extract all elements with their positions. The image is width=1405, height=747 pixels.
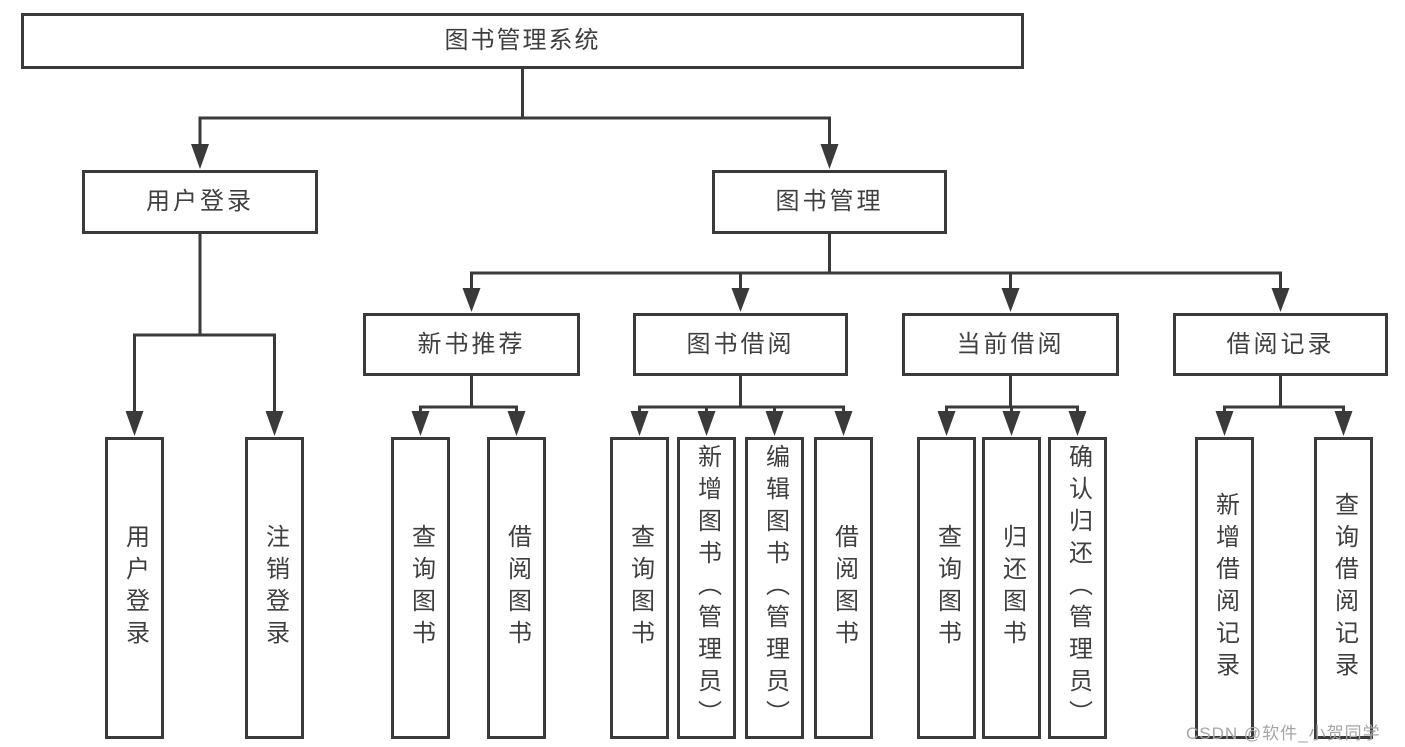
connector-group-borrowing	[630, 376, 853, 436]
connector-group-user-login	[125, 234, 284, 436]
node-borrow-records-label: 借阅记录	[1226, 330, 1335, 358]
csdn-watermark: CSDN @软件_小贺同学	[1186, 724, 1381, 743]
node-new-books-label: 新书推荐	[417, 330, 526, 358]
node-user-login: 用户登录	[82, 170, 318, 234]
leaf-current-confirm-return-label: 确认归还（管理员）	[1064, 444, 1092, 732]
leaf-borrowing-add: 新增图书（管理员）	[677, 437, 736, 739]
node-new-books: 新书推荐	[363, 313, 580, 376]
connector-group-new-books	[411, 376, 526, 436]
node-book-borrowing-label: 图书借阅	[686, 330, 795, 358]
leaf-records-add: 新增借阅记录	[1195, 437, 1254, 739]
node-root: 图书管理系统	[21, 13, 1024, 69]
leaf-borrowing-query: 查询图书	[610, 437, 669, 739]
leaf-user-login-label: 用户登录	[121, 524, 149, 652]
leaf-new-books-query-label: 查询图书	[407, 524, 435, 652]
leaf-current-return: 归还图书	[982, 437, 1041, 739]
node-root-label: 图书管理系统	[444, 27, 601, 54]
leaf-records-query: 查询借阅记录	[1314, 437, 1373, 739]
leaf-new-books-borrow-label: 借阅图书	[503, 524, 531, 652]
leaf-records-add-label: 新增借阅记录	[1211, 492, 1239, 684]
node-borrow-records: 借阅记录	[1173, 313, 1388, 376]
leaf-borrowing-query-label: 查询图书	[626, 524, 654, 652]
leaf-records-query-label: 查询借阅记录	[1330, 492, 1358, 684]
connector-group-records	[1215, 376, 1353, 436]
node-book-borrowing: 图书借阅	[633, 313, 848, 376]
node-book-management-label: 图书管理	[775, 188, 884, 215]
leaf-borrowing-edit: 编辑图书（管理员）	[745, 437, 804, 739]
connector-group-current	[937, 376, 1087, 436]
node-book-management: 图书管理	[712, 170, 947, 234]
leaf-borrowing-borrow: 借阅图书	[814, 437, 873, 739]
leaf-new-books-query: 查询图书	[391, 437, 450, 739]
node-current-borrowing-label: 当前借阅	[956, 330, 1065, 358]
node-current-borrowing: 当前借阅	[902, 313, 1119, 376]
leaf-current-confirm-return: 确认归还（管理员）	[1048, 437, 1107, 739]
leaf-borrowing-borrow-label: 借阅图书	[830, 524, 858, 652]
leaf-user-login: 用户登录	[105, 437, 164, 739]
leaf-current-query-label: 查询图书	[933, 524, 961, 652]
leaf-borrowing-edit-label: 编辑图书（管理员）	[761, 444, 789, 732]
leaf-current-query: 查询图书	[917, 437, 976, 739]
leaf-borrowing-add-label: 新增图书（管理员）	[693, 444, 721, 732]
node-user-login-label: 用户登录	[146, 188, 254, 215]
connector-group-book-management	[462, 234, 1290, 312]
leaf-new-books-borrow: 借阅图书	[487, 437, 546, 739]
leaf-logout-label: 注销登录	[261, 524, 289, 652]
leaf-logout: 注销登录	[245, 437, 304, 739]
connector-group-root	[191, 69, 839, 169]
leaf-current-return-label: 归还图书	[998, 524, 1026, 652]
